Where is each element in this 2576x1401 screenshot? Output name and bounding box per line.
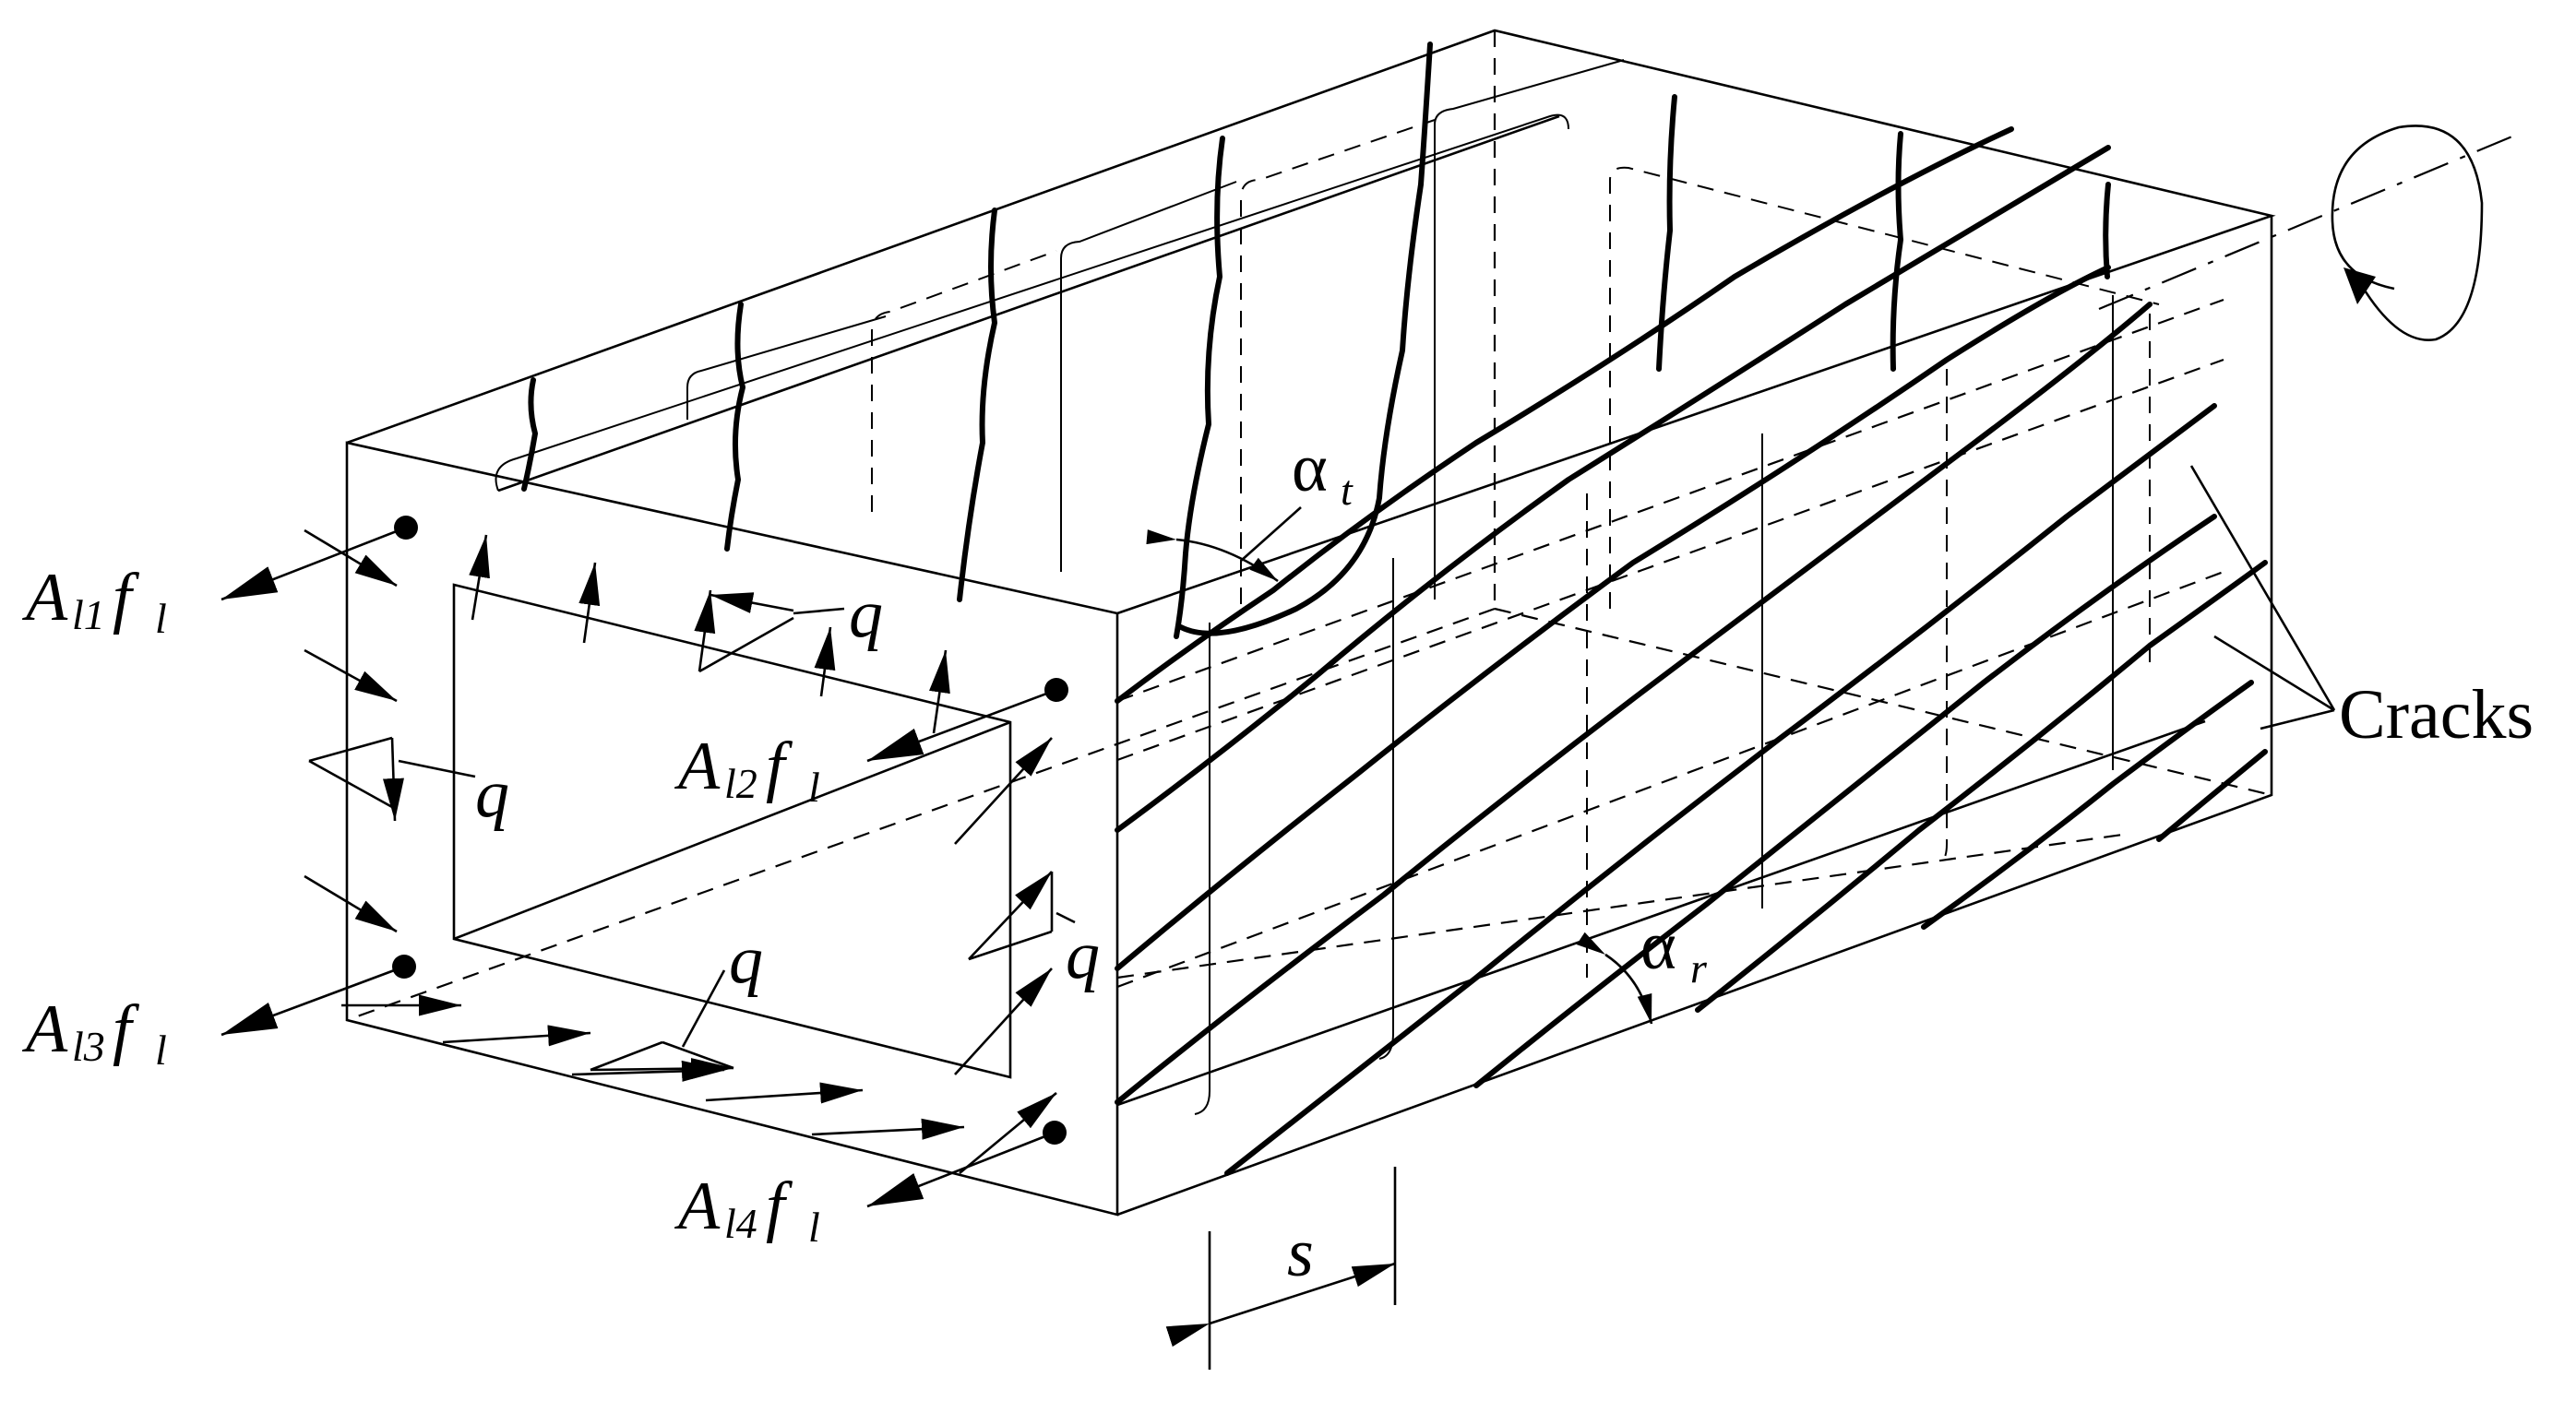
stirrup-2: [871, 250, 1057, 512]
force-label-1: A l1 f l: [21, 560, 167, 642]
shear-flow-arrows: q q q q: [304, 528, 1100, 1175]
bar-forces: [221, 516, 1068, 1208]
svg-text:A: A: [674, 1169, 721, 1244]
stirrup-3: [1060, 181, 1237, 572]
svg-text:A: A: [674, 729, 721, 804]
crack-diag-5: [1224, 403, 2217, 1176]
svg-text:l: l: [155, 595, 167, 642]
stirrup-face-1: [1194, 623, 1210, 1115]
hidden-left-bottom: [346, 607, 1496, 1022]
q-label-left: q: [475, 756, 509, 832]
svg-text:l2: l2: [724, 760, 757, 807]
svg-text:l1: l1: [72, 591, 105, 638]
torque-arrow-icon: [2098, 125, 2520, 341]
hidden-rear-bottom: [1494, 607, 2272, 797]
crack-diag-7: [1695, 560, 2268, 1013]
spacing-dimension: s: [1165, 1167, 1397, 1370]
crack-top-2: [724, 302, 745, 552]
crack-diag-4: [1115, 302, 2153, 1105]
stirrup-1: [686, 315, 887, 420]
crack-diag-9: [2156, 749, 2268, 842]
alpha-r-symbol: α: [1640, 908, 1676, 984]
q-label-bottom: q: [729, 922, 763, 998]
angle-alpha-t: α t: [1146, 431, 1354, 583]
bar-mid-right: [1116, 358, 2224, 762]
bar-top-right: [1116, 298, 2224, 703]
alpha-t-symbol: α: [1292, 431, 1328, 506]
crack-top-3: [957, 208, 997, 602]
crack-diag-3: [1115, 265, 2111, 971]
q-label-top: q: [849, 576, 883, 652]
svg-text:f: f: [766, 729, 793, 804]
crack-diag-8: [1921, 680, 2254, 930]
cracks-leader: Cracks: [2189, 465, 2534, 754]
top-face-edges: [346, 29, 2276, 615]
svg-text:f: f: [113, 991, 140, 1067]
bar-bottom-right: [1116, 719, 2206, 1107]
svg-text:f: f: [113, 560, 140, 635]
svg-text:l: l: [808, 764, 820, 811]
force-label-3: A l3 f l: [21, 991, 167, 1074]
q-label-right: q: [1066, 918, 1100, 993]
svg-text:l: l: [155, 1027, 167, 1074]
svg-text:l4: l4: [724, 1200, 757, 1247]
force-label-4: A l4 f l: [674, 1169, 820, 1251]
stirrup-face-5: [1937, 369, 1948, 863]
svg-text:l3: l3: [72, 1023, 105, 1070]
hole-inner-edge: [453, 720, 1011, 941]
stirrup-4: [1240, 119, 1436, 604]
svg-text:A: A: [21, 560, 68, 635]
force-label-2: A l2 f l: [674, 729, 820, 811]
crack-top-8: [2103, 182, 2111, 279]
right-face-edges: [1116, 216, 2273, 1217]
alpha-t-subscript: t: [1341, 467, 1354, 514]
cracks-label: Cracks: [2339, 676, 2534, 754]
crack-top-5: [1178, 42, 1433, 636]
stirrup-5: [1434, 59, 1625, 600]
bar-bottom-hidden: [1116, 833, 2123, 980]
svg-text:A: A: [21, 991, 68, 1067]
stirrups: [495, 59, 2160, 1115]
crack-diag-1: [1115, 126, 2014, 704]
crack-top-4: [1174, 136, 1225, 639]
angle-alpha-r: α r: [1576, 908, 1708, 1025]
crack-top-1: [521, 377, 538, 492]
spacing-label: s: [1287, 1216, 1314, 1291]
svg-text:f: f: [766, 1169, 793, 1244]
crack-diag-2: [1115, 145, 2111, 833]
stirrup-face-2: [1378, 558, 1394, 1060]
stirrup-6: [1609, 166, 2160, 609]
stirrup-top: [495, 113, 1569, 492]
crack-top-7: [1890, 131, 1903, 372]
svg-text:l: l: [808, 1204, 820, 1251]
bar-top-left: [497, 114, 1560, 493]
alpha-r-subscript: r: [1690, 944, 1708, 991]
